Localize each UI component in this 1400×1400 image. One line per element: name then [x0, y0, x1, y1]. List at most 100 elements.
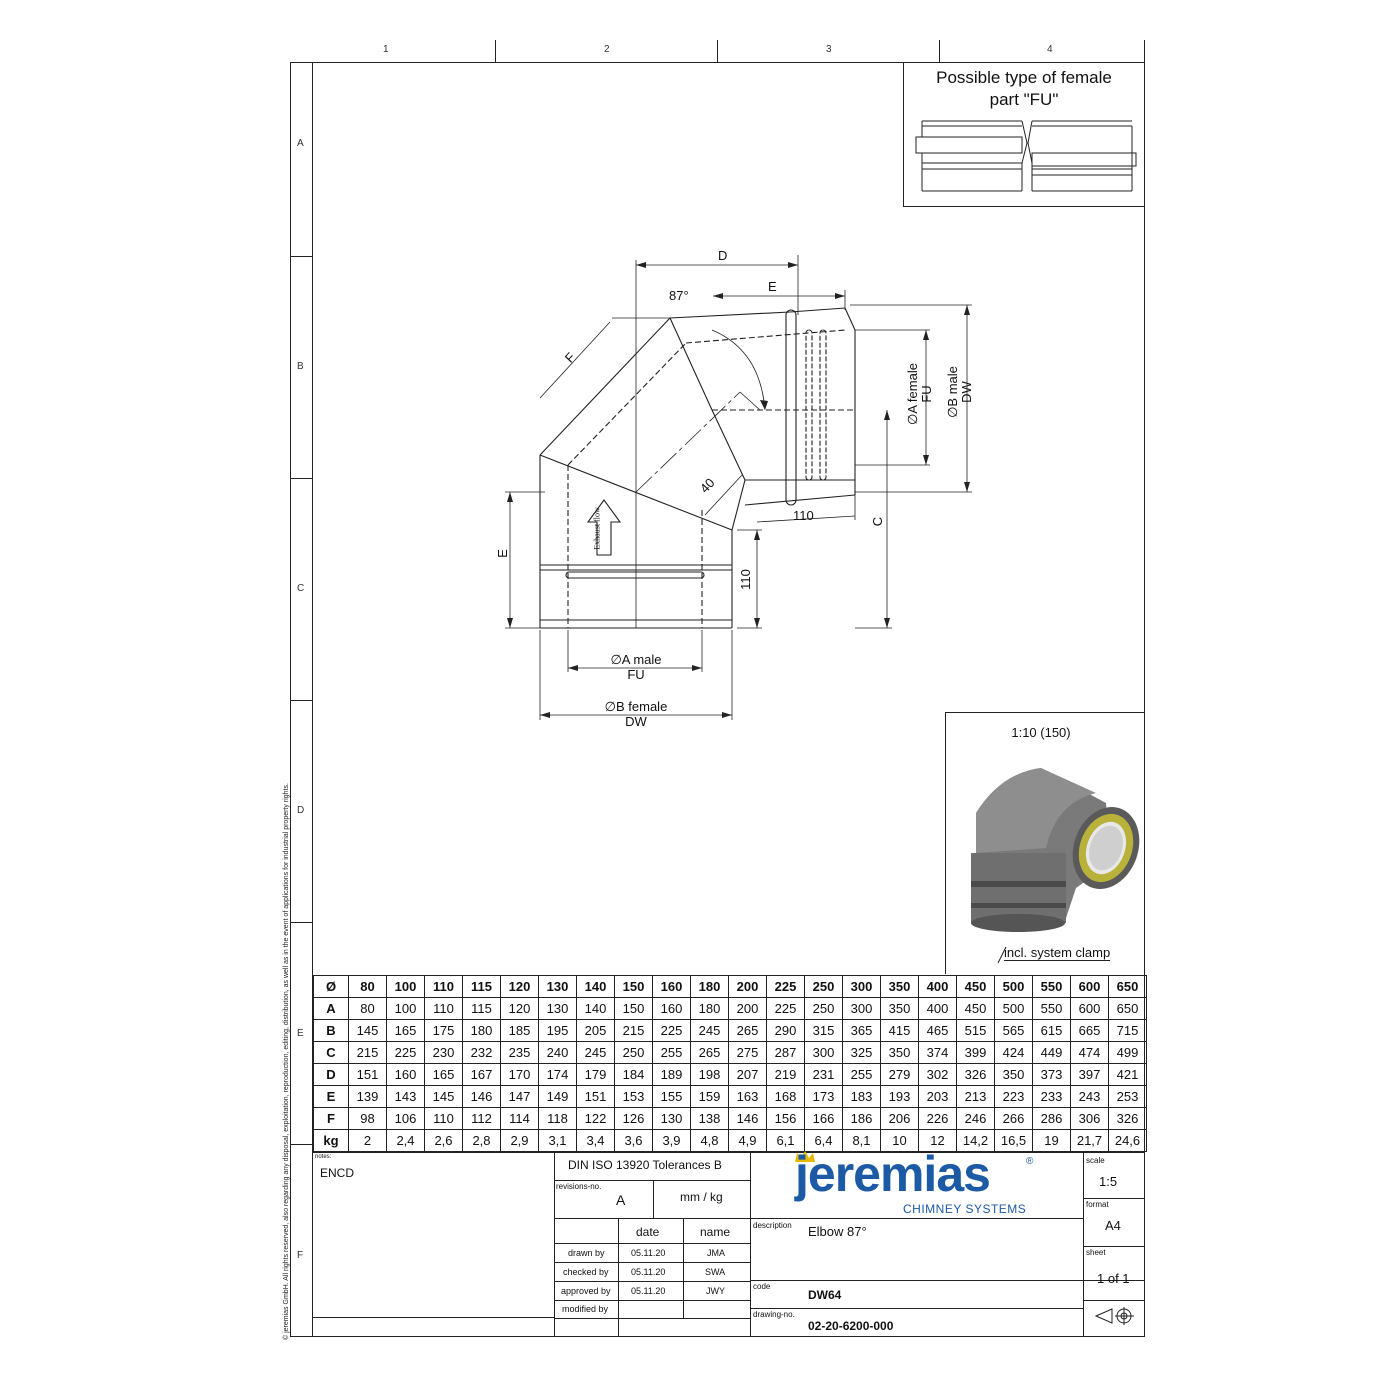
table-row-header: kg — [313, 1129, 349, 1152]
title-divider — [618, 1218, 619, 1337]
approved-by-label: approved by — [561, 1286, 611, 1296]
dim-a-male-label: ∅A male — [610, 652, 662, 667]
title-block — [312, 1152, 1145, 1337]
dim-label-110-vertical: 110 — [737, 569, 753, 590]
table-cell: 3,4 — [576, 1129, 615, 1152]
title-divider — [1083, 1246, 1145, 1247]
row-divider — [290, 256, 312, 257]
column-divider — [939, 40, 940, 62]
table-cell: 225 — [652, 1019, 691, 1042]
column-number-4: 4 — [1047, 44, 1053, 55]
title-divider — [683, 1218, 684, 1318]
table-cell: 163 — [728, 1085, 767, 1108]
sheet-label: sheet — [1086, 1248, 1106, 1257]
table-cell: 120 — [500, 997, 539, 1020]
table-cell: 399 — [956, 1041, 995, 1064]
table-cell: 265 — [690, 1041, 729, 1064]
preview-caption: incl. system clamp — [1004, 945, 1111, 961]
checked-name: SWA — [705, 1267, 726, 1277]
code-value: DW64 — [808, 1288, 842, 1302]
drawn-name: JMA — [707, 1248, 725, 1258]
table-cell: 200 — [728, 997, 767, 1020]
table-row-header: F — [313, 1107, 349, 1130]
table-cell: 185 — [500, 1019, 539, 1042]
table-cell: 235 — [500, 1041, 539, 1064]
table-cell: 120 — [500, 975, 539, 998]
checked-date: 05.11.20 — [631, 1267, 666, 1277]
table-cell: 153 — [614, 1085, 653, 1108]
table-cell: 350 — [880, 975, 919, 998]
column-number-2: 2 — [604, 44, 610, 55]
dim-a-female-label: ∅A female — [905, 363, 920, 425]
table-cell: 474 — [1070, 1041, 1109, 1064]
table-cell: 80 — [348, 997, 387, 1020]
description-label: description — [753, 1221, 792, 1230]
copyright-notice: © jeremias GmbH. All rights reserved, al… — [283, 783, 290, 1340]
table-cell: 306 — [1070, 1107, 1109, 1130]
dim-b-male: ∅B male DW — [945, 352, 974, 432]
table-cell: 400 — [918, 975, 957, 998]
sheet-value: 1 of 1 — [1097, 1271, 1130, 1286]
dim-b-male-sub: DW — [959, 381, 974, 403]
table-cell: 286 — [1032, 1107, 1071, 1130]
table-cell: 150 — [614, 997, 653, 1020]
table-cell: 424 — [994, 1041, 1033, 1064]
table-cell: 100 — [386, 997, 425, 1020]
drawing-frame — [290, 62, 1145, 1337]
table-cell: 326 — [956, 1063, 995, 1086]
checked-by-label: checked by — [563, 1267, 609, 1277]
table-cell: 715 — [1108, 1019, 1147, 1042]
table-cell: 4,9 — [728, 1129, 767, 1152]
table-cell: 255 — [652, 1041, 691, 1064]
title-divider — [750, 1218, 1083, 1219]
table-cell: 10 — [880, 1129, 919, 1152]
table-row-header: C — [313, 1041, 349, 1064]
table-cell: 225 — [386, 1041, 425, 1064]
table-cell: 233 — [1032, 1085, 1071, 1108]
dim-a-female: ∅A female FU — [905, 344, 934, 444]
dim-label-e-top: E — [768, 279, 777, 294]
table-cell: 4,8 — [690, 1129, 729, 1152]
column-number-3: 3 — [826, 44, 832, 55]
scale-value: 1:5 — [1099, 1174, 1118, 1189]
table-cell: 115 — [462, 997, 501, 1020]
table-cell: 110 — [424, 1107, 463, 1130]
table-cell: 24,6 — [1108, 1129, 1147, 1152]
title-divider — [750, 1152, 751, 1337]
brand-registered-mark: ® — [1026, 1156, 1034, 1167]
title-divider — [554, 1180, 750, 1181]
table-cell: 175 — [424, 1019, 463, 1042]
projection-symbol-icon — [1094, 1305, 1136, 1330]
table-cell: 315 — [804, 1019, 843, 1042]
table-cell: 350 — [880, 997, 919, 1020]
table-cell: 145 — [424, 1085, 463, 1108]
table-cell: 2 — [348, 1129, 387, 1152]
column-divider — [1144, 40, 1145, 62]
table-cell: 219 — [766, 1063, 805, 1086]
table-cell: 231 — [804, 1063, 843, 1086]
modified-by-label: modified by — [562, 1304, 609, 1314]
notes-value: ENCD — [320, 1166, 355, 1180]
table-cell: 16,5 — [994, 1129, 1033, 1152]
table-row-header: B — [313, 1019, 349, 1042]
brand-logo: jeremias — [795, 1146, 991, 1202]
table-cell: 130 — [538, 997, 577, 1020]
title-divider — [1083, 1300, 1145, 1301]
crown-icon — [793, 1150, 817, 1167]
table-cell: 253 — [1108, 1085, 1147, 1108]
dim-label-e-left: E — [494, 549, 510, 558]
table-cell: 170 — [500, 1063, 539, 1086]
table-cell: 215 — [348, 1041, 387, 1064]
table-cell: 126 — [614, 1107, 653, 1130]
table-cell: 365 — [842, 1019, 881, 1042]
row-divider — [290, 922, 312, 923]
table-cell: 213 — [956, 1085, 995, 1108]
table-cell: 250 — [804, 975, 843, 998]
table-cell: 225 — [766, 997, 805, 1020]
